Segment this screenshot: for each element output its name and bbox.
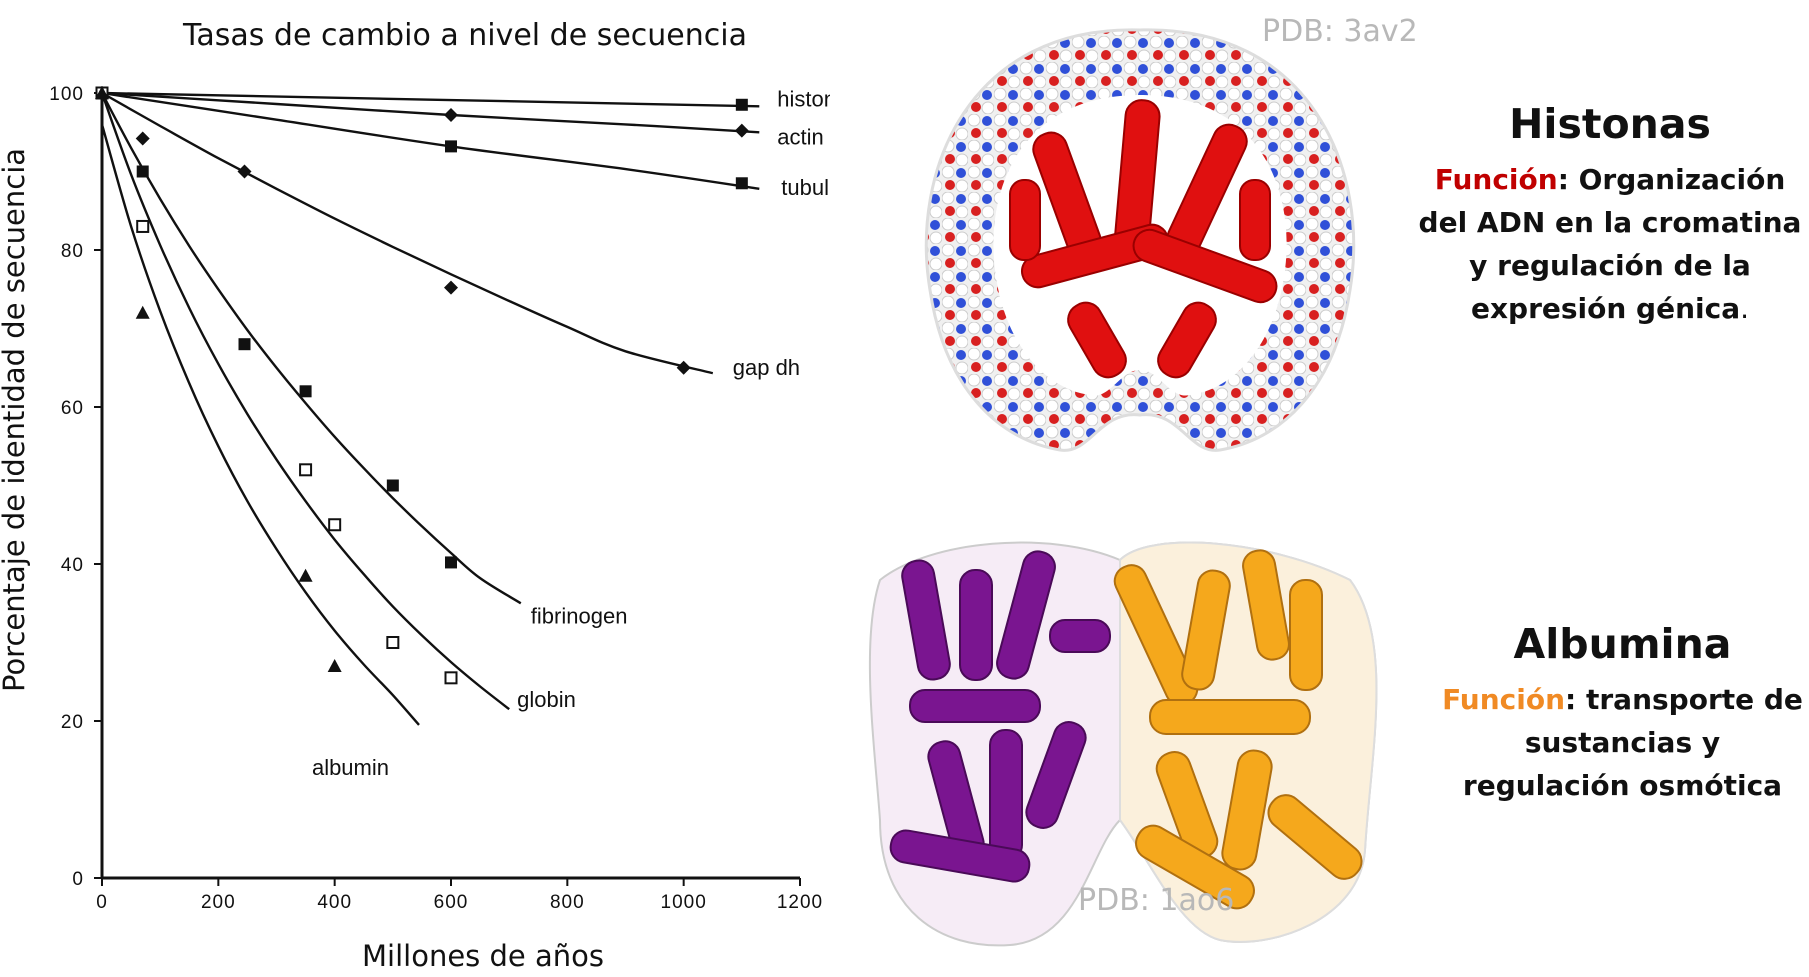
albumina-panel: Albumina Función: transporte de sustanci… xyxy=(1440,620,1805,807)
y-tick-label: 60 xyxy=(61,398,84,419)
nucleosome-structure-image xyxy=(890,10,1390,500)
axis-ticks: 0 200 400 600 800 1000 1200 0 20 40 60 80 100 xyxy=(49,84,823,913)
series-label-albumin: albumin xyxy=(312,755,389,780)
y-tick-label: 20 xyxy=(61,712,84,733)
data-point-fibrinogen xyxy=(445,556,457,569)
data-point-albumin xyxy=(95,86,109,99)
albumina-funcion-label: Función xyxy=(1442,683,1566,716)
series-labels: histone actin tubulin gap dh fibrinogen globi… xyxy=(312,86,830,780)
data-point-fibrinogen xyxy=(386,479,399,492)
albumin-structure-image xyxy=(850,520,1410,960)
series-label-gapdh: gap dh xyxy=(733,355,800,380)
data-point-fibrinogen xyxy=(136,165,149,178)
x-tick-label: 600 xyxy=(434,892,469,913)
chart: Tasas de cambio a nivel de secuencia Por… xyxy=(0,18,830,973)
albumina-funcion-text: : transporte de sustancias y regulación … xyxy=(1462,683,1803,802)
data-point-globin xyxy=(299,463,313,477)
series-label-actin: actin xyxy=(777,124,823,149)
data-point-gapdh xyxy=(444,280,458,295)
y-axis-label: Porcentaje de identidad de secuencia xyxy=(0,148,31,692)
chart-title: Tasas de cambio a nivel de secuencia xyxy=(182,18,747,53)
series-label-globin: globin xyxy=(517,687,576,712)
y-tick-label: 80 xyxy=(61,241,84,262)
data-point-fibrinogen xyxy=(299,385,312,398)
data-point-globin xyxy=(136,219,150,233)
data-point-globin xyxy=(444,671,458,685)
series-label-tubulin: tubulin xyxy=(781,175,830,200)
y-tick-label: 40 xyxy=(61,555,84,576)
pdb-1ao6-label: PDB: 1ao6 xyxy=(1078,883,1235,918)
series-curves xyxy=(100,91,760,726)
albumina-title: Albumina xyxy=(1513,620,1732,668)
x-tick-label: 1000 xyxy=(661,892,707,913)
series-line-tubulin xyxy=(101,91,760,190)
albumina-function: Función: transporte de sustancias y regu… xyxy=(1440,678,1805,807)
histonas-funcion-text: : Organización del ADN en la cromatina y… xyxy=(1418,163,1802,325)
histonas-panel: Histonas Función: Organización del ADN e… xyxy=(1415,100,1805,330)
data-point-actin xyxy=(444,107,458,122)
data-markers xyxy=(95,86,749,685)
histonas-title: Histonas xyxy=(1509,100,1711,148)
pdb-3av2-label: PDB: 3av2 xyxy=(1262,14,1418,49)
data-point-gapdh xyxy=(237,164,252,179)
x-tick-label: 200 xyxy=(201,892,236,913)
data-point-tubulin xyxy=(445,140,457,153)
data-point-fibrinogen xyxy=(238,338,251,351)
data-point-gapdh xyxy=(676,360,691,375)
series-label-histone: histone xyxy=(777,86,830,111)
series-line-albumin xyxy=(100,124,420,726)
x-tick-label: 0 xyxy=(96,892,108,913)
y-tick-label: 100 xyxy=(49,84,84,105)
x-tick-label: 400 xyxy=(317,892,352,913)
x-tick-label: 800 xyxy=(550,892,585,913)
histonas-funcion-label: Función xyxy=(1434,163,1558,196)
data-point-gapdh xyxy=(135,131,150,146)
y-tick-label: 0 xyxy=(72,869,84,890)
series-line-histone xyxy=(101,91,760,108)
data-point-globin xyxy=(386,636,400,649)
data-point-globin xyxy=(328,518,342,532)
x-axis-label: Millones de años xyxy=(362,939,604,973)
data-point-actin xyxy=(734,123,749,138)
histonas-funcion-end: . xyxy=(1740,292,1750,325)
data-point-histone xyxy=(735,98,748,111)
series-line-gapdh xyxy=(101,91,714,375)
data-point-albumin xyxy=(135,305,150,319)
x-tick-label: 1200 xyxy=(777,892,823,913)
data-point-tubulin xyxy=(735,177,748,190)
histonas-function: Función: Organización del ADN en la crom… xyxy=(1415,158,1805,330)
series-label-fibrinogen: fibrinogen xyxy=(531,603,628,628)
data-point-albumin xyxy=(327,659,342,673)
series-line-fibrinogen xyxy=(100,92,522,605)
series-line-globin xyxy=(100,92,510,711)
data-point-albumin xyxy=(298,568,313,582)
